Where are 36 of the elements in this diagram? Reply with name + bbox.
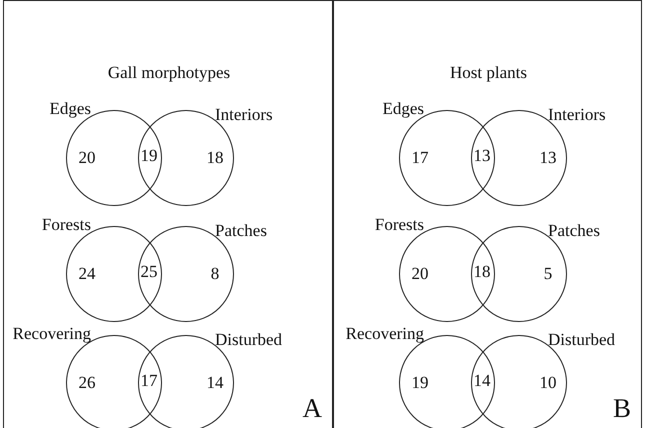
- count-value: 14: [206, 373, 224, 393]
- set-label: Edges: [382, 99, 424, 119]
- count-value: 18: [206, 148, 224, 168]
- set-label: Recovering: [12, 324, 91, 344]
- overlap-count: 19: [140, 146, 158, 166]
- set-label: Edges: [49, 99, 91, 119]
- panel-letter: A: [302, 393, 322, 423]
- overlap-count: 18: [472, 262, 492, 282]
- overlap-count: 17: [140, 371, 158, 391]
- count-value: 8: [210, 264, 220, 284]
- count-value: 19: [410, 373, 430, 393]
- set-label: Disturbed: [548, 330, 616, 350]
- count-value: 24: [78, 264, 96, 284]
- set-label: Disturbed: [215, 330, 282, 350]
- overlap-count: 14: [472, 371, 492, 391]
- overlap-count: 13: [472, 146, 492, 166]
- count-value: 13: [538, 148, 558, 168]
- overlap-count: 25: [140, 262, 158, 282]
- panel-title: Host plants: [449, 63, 528, 83]
- panel-title: Gall morphotypes: [106, 63, 232, 83]
- count-value: 20: [410, 264, 430, 284]
- panel-letter: B: [612, 393, 631, 423]
- count-value: 10: [538, 373, 558, 393]
- set-label: Interiors: [215, 105, 273, 125]
- count-value: 5: [542, 264, 554, 284]
- panel-frame: [3, 0, 333, 428]
- panel-frame: [333, 0, 642, 428]
- count-value: 26: [78, 373, 96, 393]
- set-label: Forests: [374, 215, 424, 235]
- set-label: Interiors: [548, 105, 606, 125]
- set-label: Patches: [548, 221, 600, 241]
- set-label: Recovering: [346, 324, 424, 344]
- count-value: 17: [410, 148, 430, 168]
- set-label: Patches: [215, 221, 267, 241]
- set-label: Forests: [42, 215, 91, 235]
- count-value: 20: [78, 148, 96, 168]
